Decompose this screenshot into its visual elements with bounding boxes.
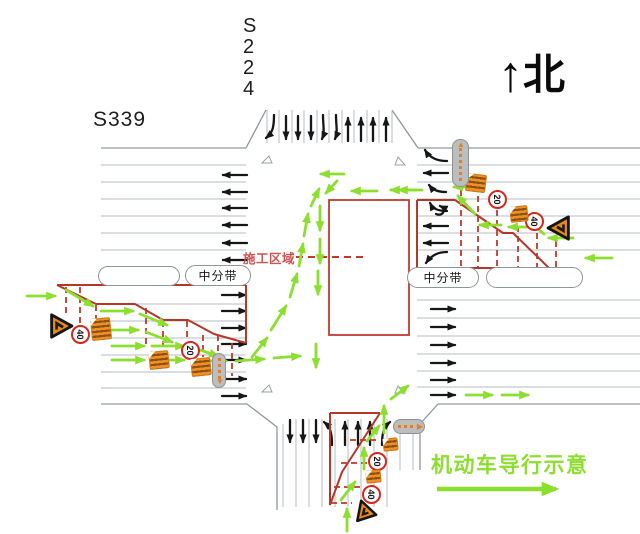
construction-area-box <box>328 199 410 336</box>
legend-label: 机动车导行示意 <box>431 454 589 477</box>
guidance-barrier-arrow: ▶ <box>416 422 423 431</box>
guidance-barrier-chevrons <box>459 148 462 182</box>
guidance-barrier-chevrons <box>398 425 416 428</box>
barrier-board-icon <box>89 317 113 341</box>
guidance-barrier-icon: ▼ <box>212 353 226 388</box>
barrier-board-icon <box>148 350 170 370</box>
guidance-barrier-icon: ▶ <box>393 419 425 434</box>
speed-limit-value: 20 <box>492 194 503 205</box>
speed-limit-value: 40 <box>75 329 86 340</box>
west-road-label: S339 <box>93 108 147 131</box>
north-road-label: S224 <box>243 15 257 100</box>
barrier-board-icon <box>365 469 382 484</box>
barrier-board-icon <box>509 205 529 223</box>
median-strip-west-blank <box>98 266 180 286</box>
speed-limit-value: 40 <box>529 216 540 227</box>
lane-arrows <box>220 113 457 447</box>
barrier-board-icon <box>190 357 212 377</box>
roadwork-triangle-icon <box>546 215 572 242</box>
guidance-barrier-icon: ▲ <box>452 139 469 187</box>
speed-limit-value: 20 <box>372 456 383 467</box>
speed-limit-sign: 20 <box>488 190 507 209</box>
speed-limit-sign: 20 <box>368 452 387 471</box>
north-compass-label: 北 <box>523 51 566 98</box>
guidance-barrier-arrow: ▲ <box>457 140 465 149</box>
north-compass: ↑ 北 <box>498 46 566 102</box>
speed-limit-sign: 20 <box>181 341 200 360</box>
guidance-barrier-chevrons <box>217 358 221 379</box>
roadwork-triangle-icon <box>49 313 75 340</box>
guidance-barrier-arrow: ▼ <box>216 377 224 386</box>
median-strip-east-label: 中分带 <box>407 267 479 288</box>
yield-mark-icon <box>260 155 407 394</box>
median-strip-west-label: 中分带 <box>185 265 251 286</box>
north-arrow-icon: ↑ <box>498 46 523 102</box>
roadwork-triangle-icon <box>349 495 379 524</box>
speed-limit-value: 20 <box>185 345 196 356</box>
barrier-board-icon <box>382 437 399 452</box>
median-strip-east-blank <box>486 267 583 288</box>
green-diversion-arrows <box>25 169 614 533</box>
construction-area-label: 施工区域 <box>243 252 296 266</box>
